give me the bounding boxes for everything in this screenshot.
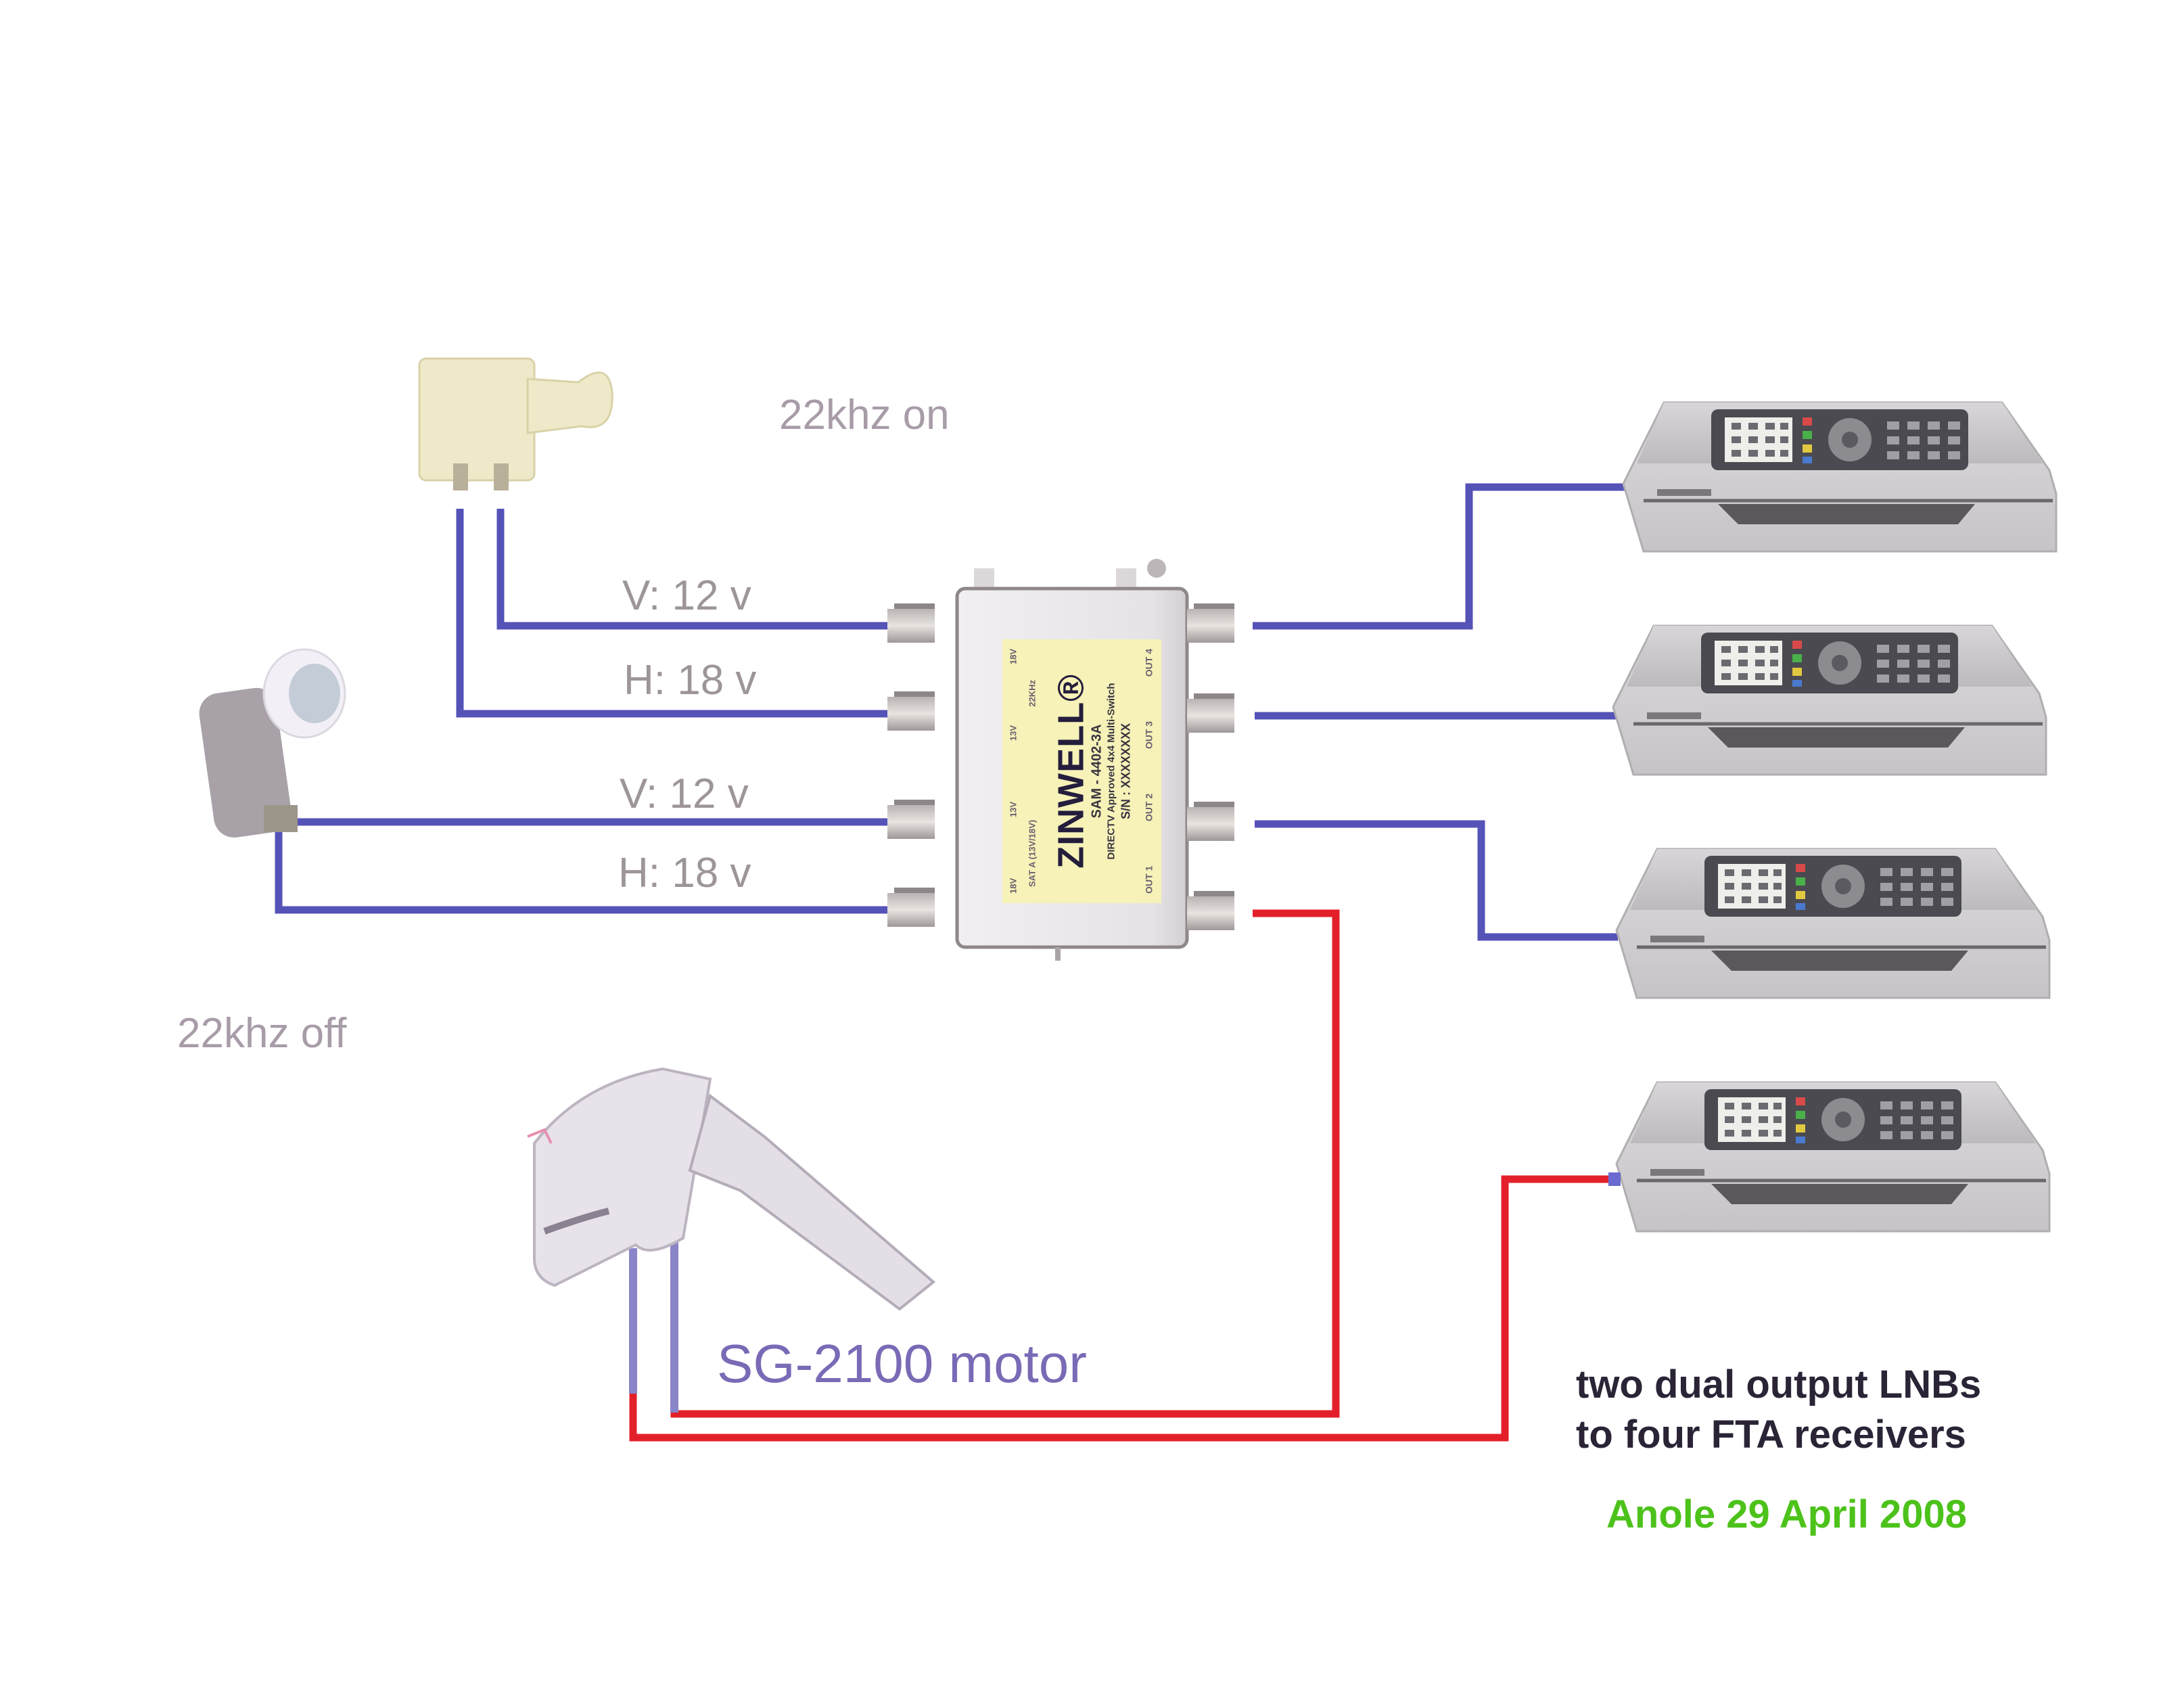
tone-on-label: 22khz on	[779, 392, 950, 438]
coax-out-receiver3	[1255, 820, 1618, 941]
switch-input-label: 18V	[1008, 877, 1018, 894]
coax-lnb2-h	[275, 832, 887, 914]
switch-input-label: 18V	[1008, 649, 1018, 665]
lnb-top-icon	[418, 357, 613, 490]
tone-off-label: 22khz off	[177, 1010, 347, 1057]
lnb1-v-voltage-label: V: 12 v	[622, 572, 751, 619]
caption-line-2: to four FTA receivers	[1576, 1413, 1966, 1457]
coax-lnb1-h	[456, 509, 887, 718]
motor-icon	[527, 1067, 936, 1311]
switch-input-label: 13V	[1008, 801, 1018, 818]
switch-output-label: OUT 2	[1143, 793, 1154, 822]
switch-description: DIRECTV Approved 4x4 Multi-Switch	[1105, 683, 1117, 860]
switch-tone-label: 22KHz	[1027, 680, 1037, 707]
multiswitch-label: 18V 13V 13V 18V SAT A (13V/18V) 22KHz ZI…	[1002, 639, 1161, 903]
receiver-3-icon	[1617, 849, 2049, 998]
switch-output-label: OUT 1	[1143, 865, 1154, 894]
lnb1-h-voltage-label: H: 18 v	[624, 657, 757, 704]
switch-model: SAM - 4402-3A	[1089, 724, 1104, 819]
switch-input-label: 13V	[1008, 725, 1018, 741]
receiver-4-icon	[1617, 1082, 2049, 1231]
lnb2-v-voltage-label: V: 12 v	[620, 771, 749, 817]
coax-out-receiver1	[1253, 483, 1627, 630]
coax-red-motor-to-receiver4	[629, 1175, 1613, 1442]
receiver-2-icon	[1613, 626, 2046, 775]
switch-output-label: OUT 4	[1143, 649, 1154, 677]
caption-line-1: two dual output LNBs	[1576, 1363, 1982, 1406]
motor-label: SG-2100 motor	[717, 1333, 1087, 1394]
coax-lnb1-v	[496, 509, 887, 630]
receiver-1-icon	[1623, 403, 2056, 551]
switch-serial: S/N : XXXXXXXX	[1119, 723, 1132, 820]
switch-brand: ZINWELL®	[1050, 674, 1091, 869]
switch-sat-label: SAT A (13V/18V)	[1027, 819, 1037, 887]
switch-output-label: OUT 3	[1143, 720, 1154, 750]
lnb2-h-voltage-label: H: 18 v	[618, 850, 751, 896]
author-credit: Anole 29 April 2008	[1606, 1492, 1967, 1536]
lnb-left-icon	[199, 648, 346, 838]
diagram-caption: two dual output LNBs to four FTA receive…	[1576, 1360, 1981, 1460]
